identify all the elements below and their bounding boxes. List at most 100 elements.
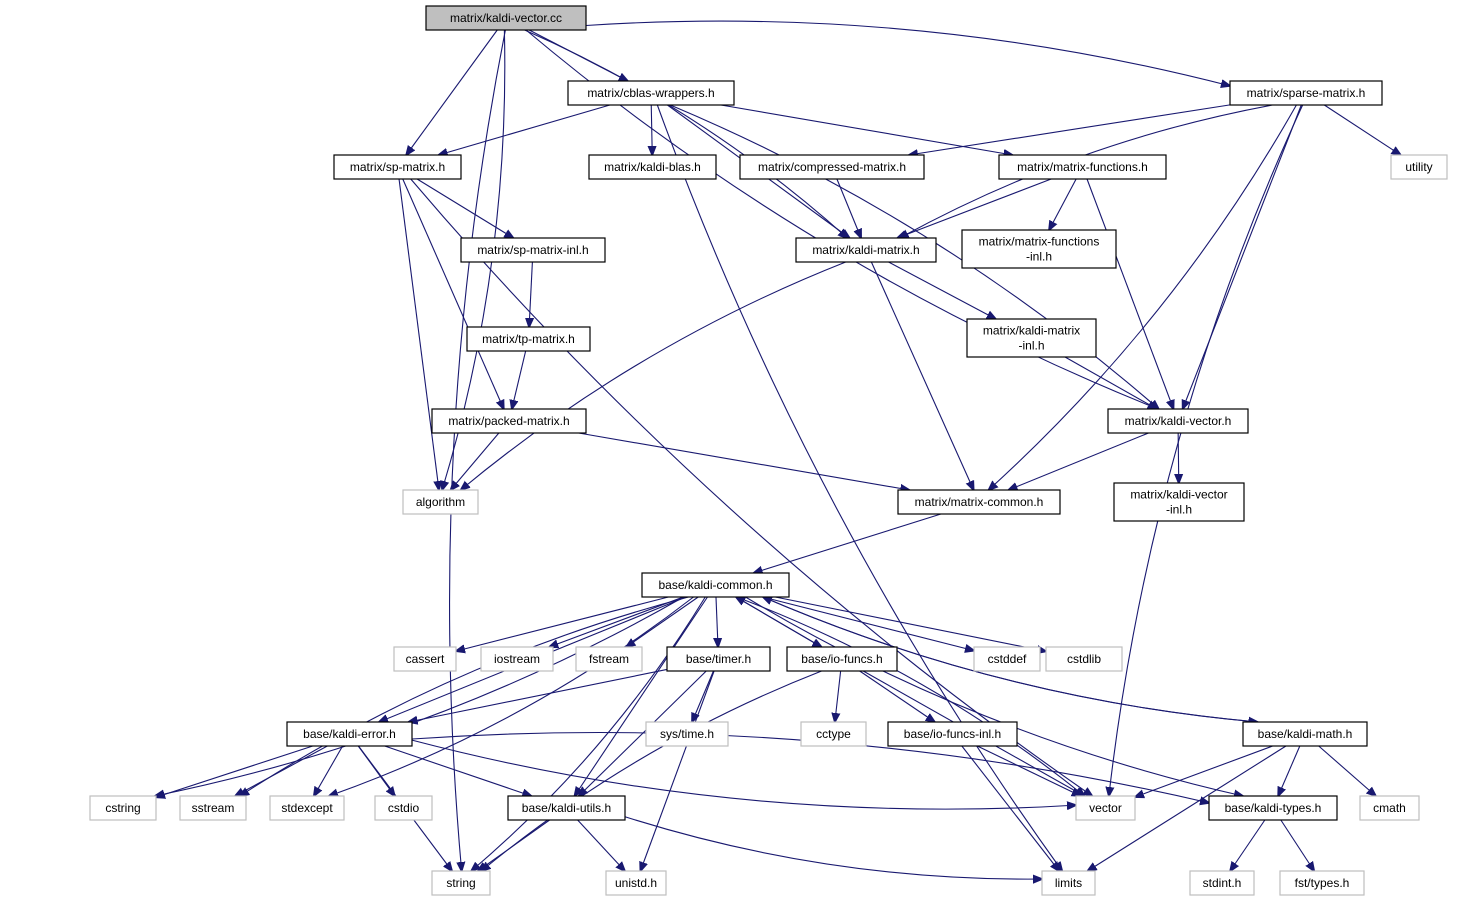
node-box bbox=[269, 795, 345, 821]
edge-sparse-to-compressed bbox=[909, 104, 1231, 155]
node-label: base/kaldi-common.h bbox=[658, 578, 772, 592]
node-packed[interactable]: matrix/packed-matrix.h bbox=[431, 408, 587, 434]
edge-cblas-to-blas bbox=[651, 104, 652, 155]
node-label: cmath bbox=[1373, 801, 1406, 815]
edge-packed-to-mcommon bbox=[578, 432, 910, 490]
node-sstream: sstream bbox=[179, 795, 247, 821]
node-kvec[interactable]: matrix/kaldi-vector.h bbox=[1107, 408, 1249, 434]
edge-sp-to-vector bbox=[410, 178, 1092, 796]
node-box bbox=[641, 572, 790, 598]
node-blas[interactable]: matrix/kaldi-blas.h bbox=[588, 154, 717, 180]
edges-layer bbox=[155, 20, 1401, 879]
node-label: matrix/kaldi-blas.h bbox=[604, 160, 701, 174]
node-ktypes[interactable]: base/kaldi-types.h bbox=[1208, 795, 1338, 821]
node-box bbox=[966, 318, 1097, 358]
node-mfuncinl[interactable]: matrix/matrix-functions-inl.h bbox=[961, 229, 1117, 269]
edge-kutils-to-limits bbox=[624, 816, 1042, 879]
edge-sparse-to-vector bbox=[1109, 104, 1304, 796]
node-box bbox=[795, 237, 937, 263]
node-label: base/io-funcs.h bbox=[801, 652, 882, 666]
node-label: vector bbox=[1089, 801, 1122, 815]
node-cstring: cstring bbox=[89, 795, 157, 821]
node-mfunc[interactable]: matrix/matrix-functions.h bbox=[998, 154, 1167, 180]
node-cblas[interactable]: matrix/cblas-wrappers.h bbox=[567, 80, 735, 106]
edge-kcommon-to-cstdlib bbox=[775, 596, 1046, 651]
node-kmath[interactable]: base/kaldi-math.h bbox=[1242, 721, 1368, 747]
edge-kmath-to-ktypes bbox=[1278, 745, 1301, 796]
node-box bbox=[605, 870, 667, 896]
node-box bbox=[1208, 795, 1338, 821]
node-label: matrix/kaldi-vector.cc bbox=[450, 11, 562, 25]
node-box bbox=[286, 721, 413, 747]
edge-mfunc-to-mfuncinl bbox=[1049, 178, 1077, 230]
node-kcommon[interactable]: base/kaldi-common.h bbox=[641, 572, 790, 598]
edge-kmath-to-vector bbox=[1135, 745, 1273, 797]
node-kmatrix[interactable]: matrix/kaldi-matrix.h bbox=[795, 237, 937, 263]
node-label: fst/types.h bbox=[1295, 876, 1350, 890]
node-label: sstream bbox=[192, 801, 235, 815]
edge-kcommon-to-cstddef bbox=[762, 596, 974, 651]
node-compressed[interactable]: matrix/compressed-matrix.h bbox=[739, 154, 925, 180]
edge-spinl-to-tp bbox=[529, 261, 532, 327]
node-label: base/timer.h bbox=[686, 652, 751, 666]
node-box bbox=[89, 795, 157, 821]
node-box bbox=[1075, 795, 1136, 821]
node-label: matrix/sparse-matrix.h bbox=[1247, 86, 1366, 100]
node-label: stdexcept bbox=[281, 801, 333, 815]
node-label: matrix/cblas-wrappers.h bbox=[587, 86, 714, 100]
node-label: base/io-funcs-inl.h bbox=[904, 727, 1001, 741]
edge-compressed-to-kmatrix bbox=[836, 178, 861, 238]
edge-kerror-to-kutils bbox=[384, 745, 532, 796]
node-box bbox=[575, 646, 643, 672]
edge-kmatrix-to-kmatinl bbox=[888, 261, 996, 319]
edge-kmath-to-kcommon bbox=[763, 597, 1258, 723]
node-label: matrix/sp-matrix-inl.h bbox=[477, 243, 588, 257]
edge-sp-to-algorithm bbox=[398, 178, 439, 490]
edge-timer-to-kutils bbox=[579, 670, 707, 796]
node-box bbox=[431, 870, 491, 896]
node-cmath: cmath bbox=[1359, 795, 1420, 821]
node-sp[interactable]: matrix/sp-matrix.h bbox=[333, 154, 462, 180]
edge-mcommon-to-kcommon bbox=[754, 513, 942, 573]
node-label: stdint.h bbox=[1203, 876, 1242, 890]
node-sparse[interactable]: matrix/sparse-matrix.h bbox=[1229, 80, 1383, 106]
node-kutils[interactable]: base/kaldi-utils.h bbox=[507, 795, 626, 821]
edge-sp-to-spinl bbox=[416, 178, 513, 238]
node-limits: limits bbox=[1041, 870, 1096, 896]
node-box bbox=[1045, 646, 1123, 672]
edge-iofuncs-to-cctype bbox=[835, 670, 842, 722]
node-label: cstring bbox=[105, 801, 140, 815]
node-cassert: cassert bbox=[393, 646, 457, 672]
node-mcommon[interactable]: matrix/matrix-common.h bbox=[897, 489, 1061, 515]
node-label: -inl.h bbox=[1018, 339, 1044, 353]
node-systime: sys/time.h bbox=[645, 721, 729, 747]
edge-root-to-string bbox=[449, 29, 506, 871]
node-box bbox=[1242, 721, 1368, 747]
node-timer[interactable]: base/timer.h bbox=[666, 646, 771, 672]
node-spinl[interactable]: matrix/sp-matrix-inl.h bbox=[460, 237, 606, 263]
edge-ktypes-to-fsttypes bbox=[1280, 819, 1314, 871]
edge-kerror-to-stdexcept bbox=[314, 745, 344, 796]
edge-sp-to-packed bbox=[402, 178, 504, 409]
edge-kutils-to-unistd bbox=[577, 819, 625, 871]
node-box bbox=[466, 326, 591, 352]
node-iofuncsinl[interactable]: base/io-funcs-inl.h bbox=[887, 721, 1018, 747]
node-kmatinl[interactable]: matrix/kaldi-matrix-inl.h bbox=[966, 318, 1097, 358]
node-iostream: iostream bbox=[480, 646, 554, 672]
node-label: matrix/matrix-common.h bbox=[915, 495, 1044, 509]
node-iofuncs[interactable]: base/io-funcs.h bbox=[786, 646, 898, 672]
edge-iofuncsinl-to-vector bbox=[977, 745, 1080, 796]
node-label: base/kaldi-utils.h bbox=[522, 801, 611, 815]
node-cstddef: cstddef bbox=[973, 646, 1041, 672]
node-label: algorithm bbox=[416, 495, 465, 509]
node-label: cctype bbox=[816, 727, 851, 741]
node-kerror[interactable]: base/kaldi-error.h bbox=[286, 721, 413, 747]
node-label: matrix/kaldi-matrix.h bbox=[812, 243, 919, 257]
node-tp[interactable]: matrix/tp-matrix.h bbox=[466, 326, 591, 352]
edge-sparse-to-mcommon bbox=[989, 104, 1297, 490]
edge-root-to-kmatrix bbox=[524, 29, 848, 238]
node-box bbox=[480, 646, 554, 672]
node-kvecinl[interactable]: matrix/kaldi-vector-inl.h bbox=[1113, 482, 1245, 522]
node-root[interactable]: matrix/kaldi-vector.cc bbox=[425, 5, 587, 31]
